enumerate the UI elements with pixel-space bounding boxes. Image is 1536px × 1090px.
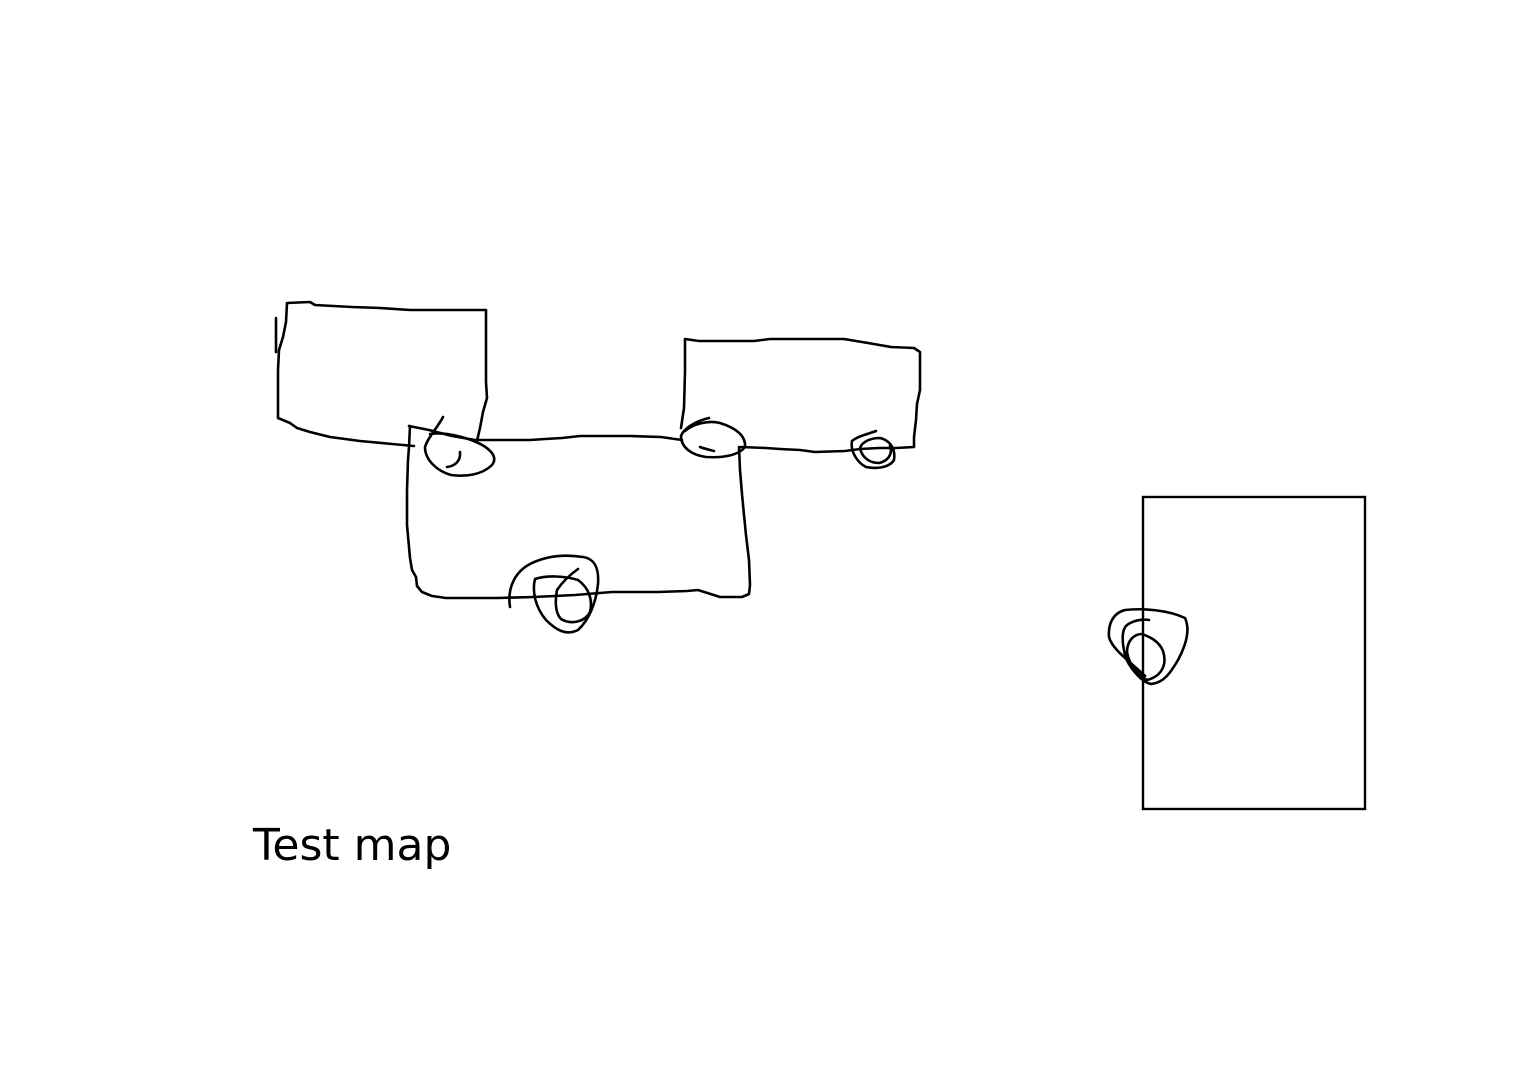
map-caption: Test map	[253, 820, 452, 871]
camera-icon	[508, 554, 600, 634]
camera-icon	[1107, 607, 1189, 686]
camera-icon	[423, 415, 496, 477]
room-center	[405, 424, 752, 600]
room-right	[1141, 495, 1367, 811]
room-upper-right	[679, 337, 922, 454]
room-upper-left	[274, 300, 489, 448]
camera-icon	[850, 429, 896, 470]
camera-icon	[679, 416, 747, 459]
